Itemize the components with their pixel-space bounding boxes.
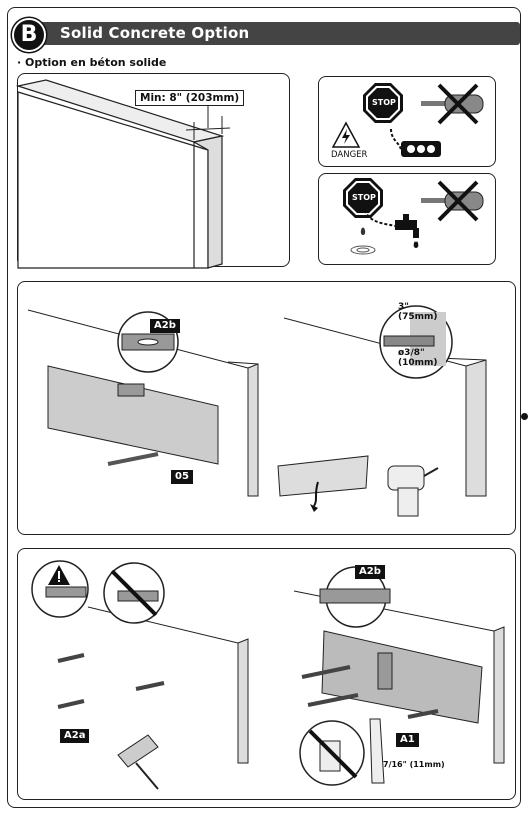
anchor-installation-panel: A2b A2a A1 7/16" (11mm) [17,548,516,800]
part-tag-a2b: A2b [150,319,180,333]
header-bar [34,22,520,45]
part-tag-a1: A1 [396,733,419,747]
danger-label: DANGER [331,150,368,160]
water-drop-icon [350,227,376,255]
high-voltage-icon [331,121,361,148]
section-title: Solid Concrete Option [60,24,250,42]
electrical-warning-panel: STOP DANGER [318,76,496,167]
part-tag-a2a: A2a [60,729,90,743]
stop-sign-icon [343,178,383,218]
part-tag-a2b: A2b [355,565,385,579]
section-letter-badge: B [12,18,46,52]
section-subtitle: · Option en béton solide [17,56,167,69]
drill-crossed-icon [421,180,484,222]
drill-crossed-icon [421,83,484,125]
water-warning-panel: STOP [318,173,496,265]
wrench-size-label: 7/16" (11mm) [383,760,445,769]
warning-triangle-icon [48,565,70,585]
page-frame [7,7,521,808]
wall-with-template-illustration [27,305,487,517]
wall-thickness-panel: Min: 8" (203mm) [15,73,290,269]
electric-outlet-icon [390,128,441,157]
stop-sign-text: STOP [352,193,376,202]
drill-depth-label: 3" (75mm) [398,302,438,322]
section-header: B Solid Concrete Option [12,18,520,52]
drilling-template-panel: A2b 05 3" (75mm) ø3/8" (10mm) [17,281,516,535]
drill-diameter-label: ø3/8" (10mm) [398,348,438,368]
stop-sign-text: STOP [372,98,396,107]
wall-corner-illustration [15,79,231,269]
water-faucet-icon [364,209,419,248]
part-tag-05: 05 [171,470,193,484]
stop-sign-icon [363,83,403,123]
page-marker-dot [521,413,528,420]
anchor-and-bracket-illustration [31,560,505,790]
min-thickness-label: Min: 8" (203mm) [135,90,245,106]
